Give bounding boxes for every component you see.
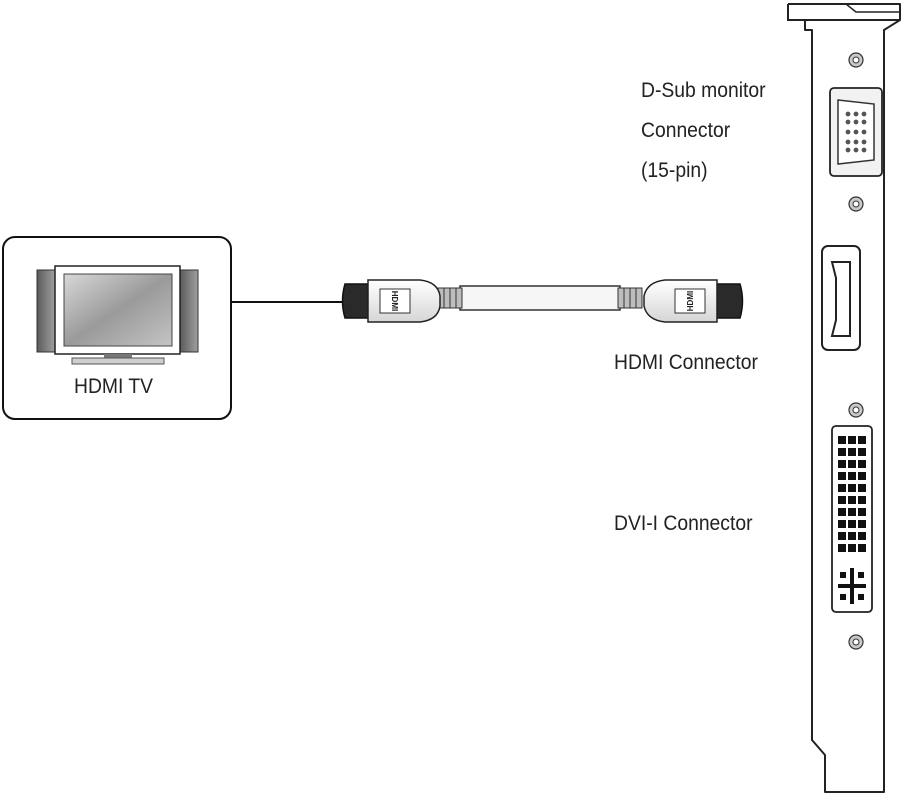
hdmi-plug-right: HDMI [643, 279, 744, 323]
hdmi-plug-left-label: HDMI [390, 291, 399, 311]
hdmi-tv-label: HDMI TV [74, 375, 154, 398]
hdmi-plug-right-label: HDMI [686, 291, 695, 311]
dsub-connector-port [829, 87, 883, 177]
hdmi-connector-port [821, 245, 861, 351]
dvi-connector-label: DVI-I Connector [614, 512, 753, 535]
tv-icon [36, 265, 199, 365]
hdmi-plug-left: HDMI [341, 279, 441, 323]
hdmi-cable [437, 285, 643, 311]
screw-icon [848, 634, 864, 650]
hdmi-connector-label: HDMI Connector [614, 351, 758, 374]
dsub-label-line1: D-Sub monitor [641, 79, 766, 102]
screw-icon [848, 402, 864, 418]
dsub-label-line2: Connector [641, 119, 731, 142]
dsub-label-line3: (15-pin) [641, 159, 708, 182]
screw-icon [848, 196, 864, 212]
screw-icon [848, 52, 864, 68]
dvi-i-connector-port [831, 425, 873, 613]
